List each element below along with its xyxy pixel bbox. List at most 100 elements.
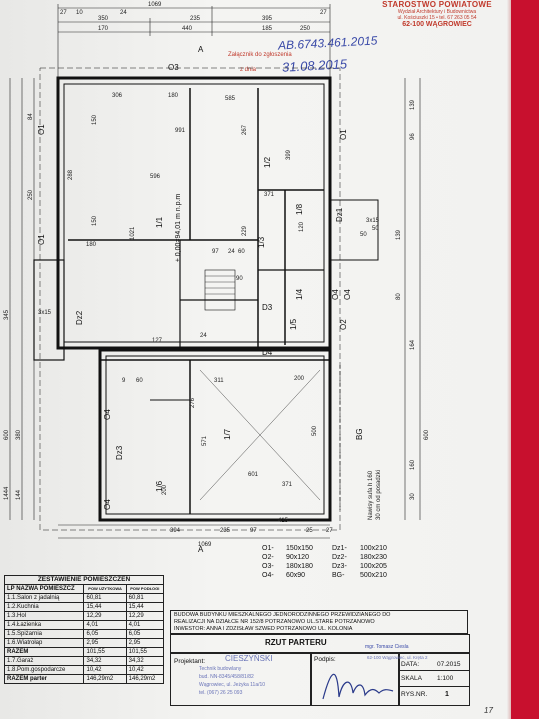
room-1-1: 1/1 (155, 216, 164, 228)
col-header: POW UŻYTKOWA (83, 584, 127, 594)
official-stamp: STAROSTWO POWIATOWE Wydział Architektury… (362, 0, 512, 28)
cell: 1.2.Kuchnia (3, 602, 85, 612)
room-1-3: 1/3 (257, 236, 266, 248)
dim-inner-2: 585 (225, 96, 236, 102)
cell: 2,95 (125, 638, 165, 648)
designer-sub-2: bud. NN-8345/458/81/82 (199, 674, 254, 680)
designer-sub-4: tel. (067) 26 25 093 (199, 690, 243, 696)
dim-right-0: 139 (410, 99, 416, 110)
legend-size: 100x205 (360, 563, 387, 570)
cell: 12,29 (83, 611, 127, 621)
cell: 15,44 (125, 602, 165, 612)
date-value: 07.2015 (437, 661, 461, 668)
level-mark: ± 0,00=94,01 m n.p.m (175, 194, 182, 262)
dim-inner-11: 229 (242, 225, 248, 236)
dim-left-2: 380 (16, 429, 22, 440)
dim-inner-1: 180 (168, 93, 179, 99)
title-block-sheet: RZUT PARTERU mgr. Tomasz Ciesla (170, 634, 470, 654)
section-mark-top: A (198, 45, 204, 54)
opening-o4-garage-a: O4 (103, 409, 112, 420)
room-1-2: 1/2 (263, 156, 272, 168)
dim-right-4: 30 (410, 493, 416, 500)
opening-dz1: Dz1 (335, 207, 344, 222)
cell: 1.4.Łazienka (3, 620, 85, 630)
cell: 10,42 (125, 665, 165, 675)
cell: 146,29m2 (125, 674, 165, 684)
legend-code: Dz2- (332, 554, 347, 561)
dim-top-11: 27 (320, 10, 327, 16)
dim-right-8: 50 (372, 226, 379, 232)
cell: 6,05 (83, 629, 127, 639)
cell: 101,55 (83, 647, 127, 657)
dim-inner-15: 311 (214, 378, 224, 384)
author-stamp-2: 62-100 Wągrowiec, ul. Kręta 2 (367, 655, 428, 660)
dim-inner-27: 3x15 (366, 218, 380, 224)
dim-inner-32: 24 (200, 333, 207, 339)
opening-o3: O3 (168, 63, 179, 72)
designer-label: Projektant: (174, 658, 206, 665)
cell: 10,42 (83, 665, 127, 675)
dim-inner-12: 97 (212, 249, 219, 255)
legend-size: 180x230 (360, 554, 387, 561)
legend-code: O2- (262, 554, 274, 561)
dim-bottom-4: 25 (306, 528, 313, 534)
dim-inner-0: 306 (112, 93, 123, 99)
legend-code: O1- (262, 545, 274, 552)
dim-bottom-6: 27 (326, 528, 333, 534)
legend-code: Dz1- (332, 545, 347, 552)
dim-inner-22: 127 (152, 338, 163, 344)
dim-inner-4: 596 (150, 174, 161, 180)
sheet-label: RYS.NR. (401, 691, 428, 698)
legend-size: 150x150 (286, 545, 313, 552)
author-stamp-1: mgr. Tomasz Ciesla (365, 644, 409, 650)
opening-d4: D4 (262, 348, 273, 357)
cell: 1.3.Hol (3, 611, 85, 621)
sheet-value: 1 (445, 691, 449, 698)
dim-left-0: 345 (4, 309, 10, 320)
legend-code: BG- (332, 572, 345, 579)
cell: 1.8.Pom.gospodarcze (3, 665, 85, 675)
cell: 4,01 (83, 620, 127, 630)
dim-inner-21: 276 (190, 397, 196, 408)
legend-size: 90x120 (286, 554, 309, 561)
dim-top-10: 24 (120, 10, 127, 16)
opening-d3: D3 (262, 303, 273, 312)
dim-left-3: 1444 (4, 486, 10, 500)
dim-right-7: 80 (396, 293, 402, 300)
dim-right-5: 96 (410, 133, 416, 140)
investor-line: INWESTOR: ANNA I ZDZISŁAW SZWED POTRZANO… (174, 626, 353, 632)
project-line-2: REALIZACJI NA DZIAŁCE NR 152/8 POTRZANOW… (174, 619, 375, 625)
dim-inner-29: 3x15 (38, 310, 52, 316)
opening-dz3: Dz3 (115, 445, 124, 460)
cell: 34,32 (83, 656, 127, 666)
dim-inner-23: 150 (92, 215, 98, 226)
dim-inner-26: 120 (299, 221, 305, 232)
opening-o2-right: O2 (339, 319, 348, 330)
corner-note: 17 (484, 706, 493, 715)
opening-o1-left-mid: O1 (37, 234, 46, 245)
dim-inner-16: 601 (248, 472, 259, 478)
dim-inner-17: 371 (282, 482, 293, 488)
dim-top-6: 185 (262, 26, 273, 32)
section-mark-bottom: A (198, 545, 204, 554)
dim-inner-7: 267 (242, 124, 248, 135)
designer-name: CIESZYŃSKI (225, 654, 273, 663)
dim-bottom-3: 1069 (198, 542, 212, 548)
title-block-project: BUDOWA BUDYNKU MIESZKALNEGO JEDNORODZINN… (170, 610, 468, 634)
legend-code: O3- (262, 563, 274, 570)
cell: 60,81 (125, 593, 165, 603)
dim-top-7: 250 (300, 26, 311, 32)
dim-bottom-2: 415 (278, 518, 289, 524)
date-label: DATA: (401, 661, 420, 668)
signature-scribble (322, 673, 394, 700)
cell: 4,01 (125, 620, 165, 630)
